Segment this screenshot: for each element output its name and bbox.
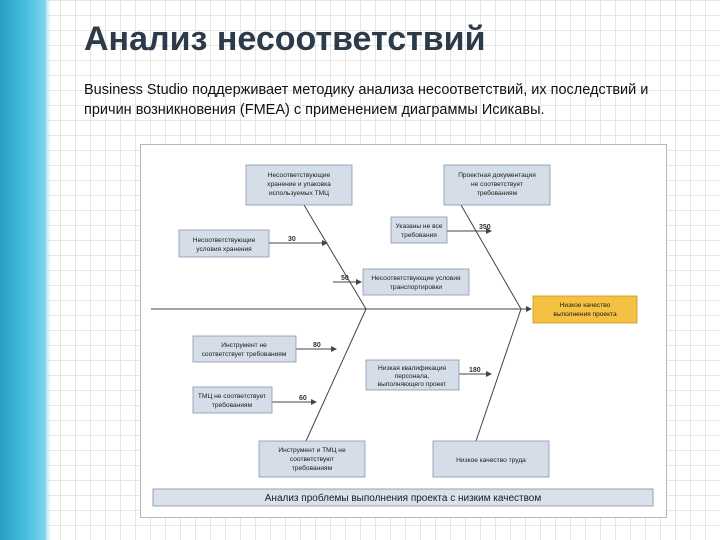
- cause-box-bottom-right: Низкое качество труда: [432, 440, 550, 478]
- side-accent-edge: [46, 0, 51, 540]
- ishikawa-diagram-figure: Несоответствующие хранение и упаковка ис…: [140, 144, 667, 518]
- cause-value-storage: 30: [288, 236, 296, 243]
- ishikawa-diagram: Несоответствующие хранение и упаковка ис…: [151, 164, 654, 507]
- cause-box-bottom-left: Инструмент и ТМЦ не соответствуют требов…: [258, 440, 366, 478]
- effect-box: Низкое качество выполнения проекта: [532, 295, 638, 324]
- cause-text: персонала,: [395, 373, 430, 380]
- cause-text: условия хранения: [196, 246, 252, 253]
- cause-box-top-left: Несоответствующие хранение и упаковка ис…: [245, 164, 353, 206]
- cause-box-storage: Несоответствующие условия хранения: [178, 229, 270, 258]
- cause-box-qualification: Низкая квалификация персонала, выполняющ…: [365, 359, 460, 391]
- cause-value-instrument: 80: [313, 342, 321, 349]
- bone-top-left: [303, 204, 367, 310]
- effect-text: выполнения проекта: [553, 311, 617, 318]
- cause-box-transport: Несоответствующие условия транспортировк…: [362, 268, 470, 296]
- cause-text: Инструмент не: [221, 342, 267, 349]
- cause-text: Несоответствующие условия: [371, 275, 461, 282]
- cause-value-transport: 50: [341, 275, 349, 282]
- bone-bottom-left: [305, 308, 367, 442]
- cause-text: требованиям: [212, 401, 253, 409]
- cause-text: транспортировки: [390, 284, 442, 291]
- cause-value-tmc: 60: [299, 395, 307, 402]
- cause-text: используемых ТМЦ: [269, 190, 329, 197]
- bone-bottom-right: [475, 308, 522, 442]
- cause-box-top-right: Проектная документация не соответствует …: [443, 164, 551, 206]
- slide-title: Анализ несоответствий: [84, 20, 486, 58]
- cause-text: соответствует требованиям: [202, 350, 287, 358]
- effect-text: Низкое качество: [560, 302, 611, 309]
- bone-top-right: [460, 204, 522, 310]
- cause-text: Инструмент и ТМЦ не: [278, 447, 346, 454]
- cause-box-requirements: Указаны не все требования: [390, 216, 448, 244]
- cause-box-instrument: Инструмент не соответствует требованиям: [192, 335, 297, 363]
- slide-body-text: Business Studio поддерживает методику ан…: [84, 82, 649, 118]
- cause-text: Указаны не все: [396, 223, 443, 230]
- cause-text: Несоответствующие: [193, 237, 256, 244]
- diagram-caption: Анализ проблемы выполнения проекта с низ…: [265, 492, 542, 504]
- cause-text: не соответствует: [471, 181, 523, 188]
- cause-value-qualification: 180: [469, 367, 481, 374]
- cause-text: Низкая квалификация: [378, 365, 446, 372]
- cause-value-requirements: 350: [479, 224, 491, 231]
- cause-text: хранение и упаковка: [267, 181, 331, 188]
- cause-text: Низкое качество труда: [456, 457, 526, 464]
- cause-text: выполняющего проект: [378, 381, 447, 388]
- cause-text: соответствуют: [290, 456, 334, 463]
- side-accent-bar: [0, 0, 46, 540]
- cause-text: Проектная документация: [458, 172, 536, 179]
- diagram-caption-bar: Анализ проблемы выполнения проекта с низ…: [152, 488, 654, 507]
- cause-text: требования: [401, 231, 437, 239]
- cause-text: требованиям: [477, 189, 518, 197]
- cause-text: требованиям: [292, 464, 333, 472]
- cause-box-tmc: ТМЦ не соответствует требованиям: [192, 386, 273, 414]
- cause-text: Несоответствующие: [268, 172, 331, 179]
- cause-text: ТМЦ не соответствует: [198, 393, 266, 400]
